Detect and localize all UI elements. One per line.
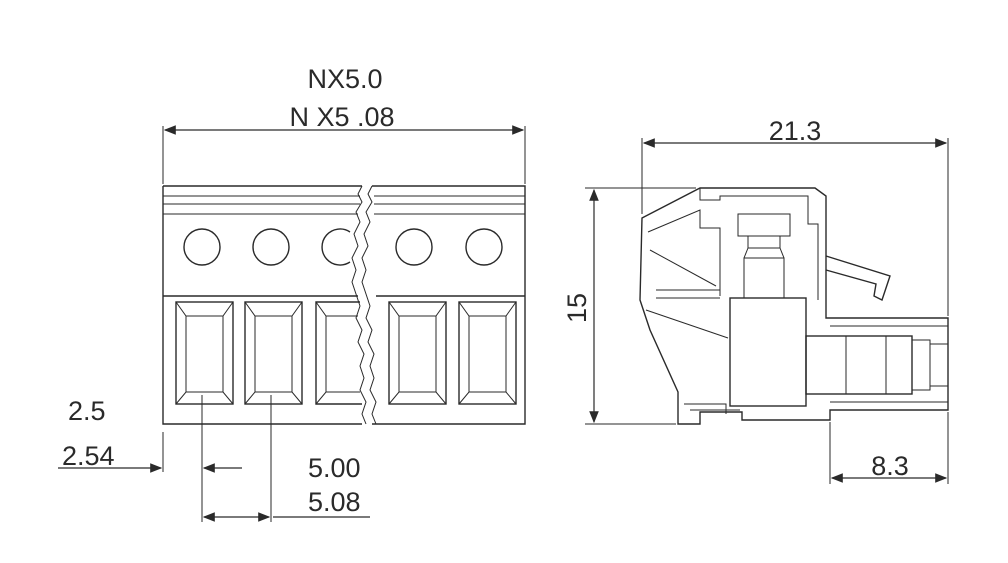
pitch-label-5-00: 5.00 [308, 453, 361, 483]
side-depth-label: 8.3 [871, 451, 909, 481]
screw-hole [252, 228, 290, 266]
wire-entry [244, 301, 303, 405]
contact-pin [805, 335, 948, 395]
width-label-nx50: NX5.0 [307, 64, 382, 94]
wire-entry [388, 301, 447, 405]
side-height-label: 15 [562, 293, 592, 323]
screw-hole [465, 228, 503, 266]
side-width-label: 21.3 [769, 116, 822, 146]
screw-hole [321, 228, 351, 266]
wire-entry [315, 301, 362, 405]
pitch-label-5-08: 5.08 [308, 487, 361, 517]
clamp-body [729, 297, 807, 407]
width-label-nx508: N X5 .08 [289, 102, 394, 132]
front-view: NX5.0 N X5 .08 2.5 2.54 5.00 5.08 [58, 64, 526, 522]
offset-label-2-5: 2.5 [68, 396, 106, 426]
screw [737, 213, 791, 299]
side-view: 21.3 15 8.3 [562, 116, 949, 484]
offset-label-2-54: 2.54 [62, 441, 115, 471]
screw-hole [395, 228, 433, 266]
screw-hole [183, 228, 221, 266]
wire-entry [175, 301, 234, 405]
wire-entry [458, 301, 517, 405]
